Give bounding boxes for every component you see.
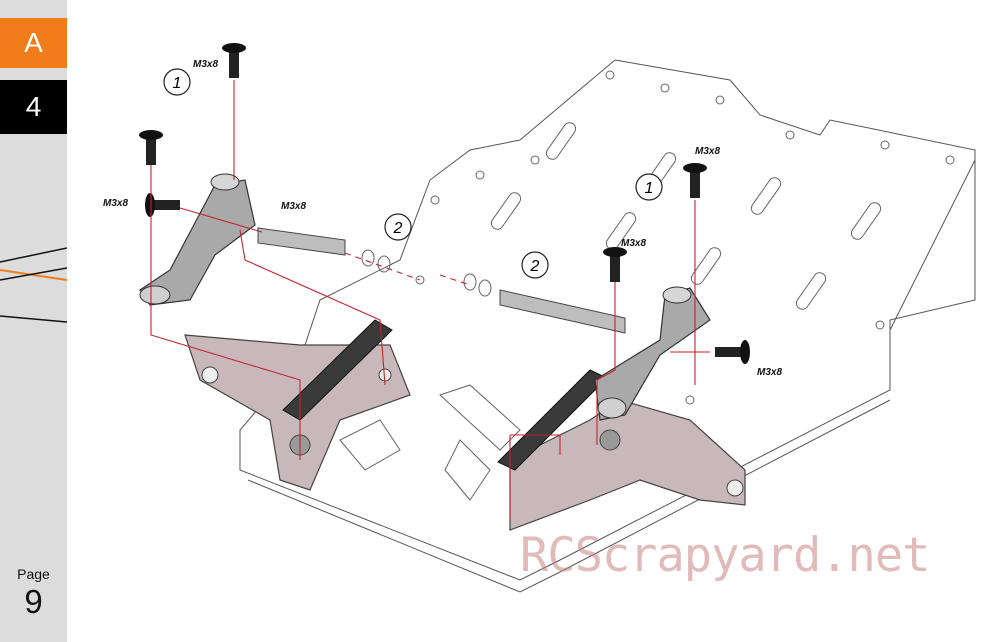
step-callout-2: 2: [384, 213, 412, 241]
left-shaft: [257, 227, 391, 273]
screw-label: M3x8: [695, 146, 720, 157]
right-link-plate: [497, 369, 608, 471]
watermark: RCScrapyard.net: [520, 528, 930, 583]
screw-icon: [603, 163, 750, 364]
step-callout-3: 2: [521, 251, 549, 279]
step-callout-1: 1: [163, 68, 191, 96]
screw-label: M3x8: [621, 238, 646, 249]
section-letter: A: [24, 27, 43, 58]
right-shaft: [463, 273, 626, 334]
screw-label: M3x8: [757, 367, 782, 378]
assembly-diagram: 1 2 2 1 M3x8 M3x8 M3x8 M3x8 M3x8 M3x8: [103, 43, 976, 593]
step-tab: 4: [0, 80, 67, 134]
page-label: Page: [17, 566, 50, 582]
section-tab: A: [0, 18, 67, 68]
assembly-guide-lines: [150, 80, 710, 520]
screw-label: M3x8: [193, 59, 218, 70]
screw-label: M3x8: [281, 201, 306, 212]
svg-text:1: 1: [645, 180, 654, 197]
sidebar: A 4 Page 9: [0, 0, 67, 642]
sidebar-decoration: [0, 247, 67, 323]
screw-icon: [139, 43, 246, 217]
chassis-holes: [415, 70, 955, 405]
svg-text:2: 2: [530, 258, 540, 275]
left-bracket: [139, 173, 256, 306]
svg-text:1: 1: [173, 75, 182, 92]
step-callout-4: 1: [635, 173, 663, 201]
right-shock-tower: [509, 399, 746, 531]
right-bracket: [594, 286, 711, 421]
step-number: 4: [25, 91, 42, 122]
svg-text:2: 2: [393, 220, 403, 237]
screw-label: M3x8: [103, 198, 128, 209]
page-number: 9: [24, 583, 43, 620]
